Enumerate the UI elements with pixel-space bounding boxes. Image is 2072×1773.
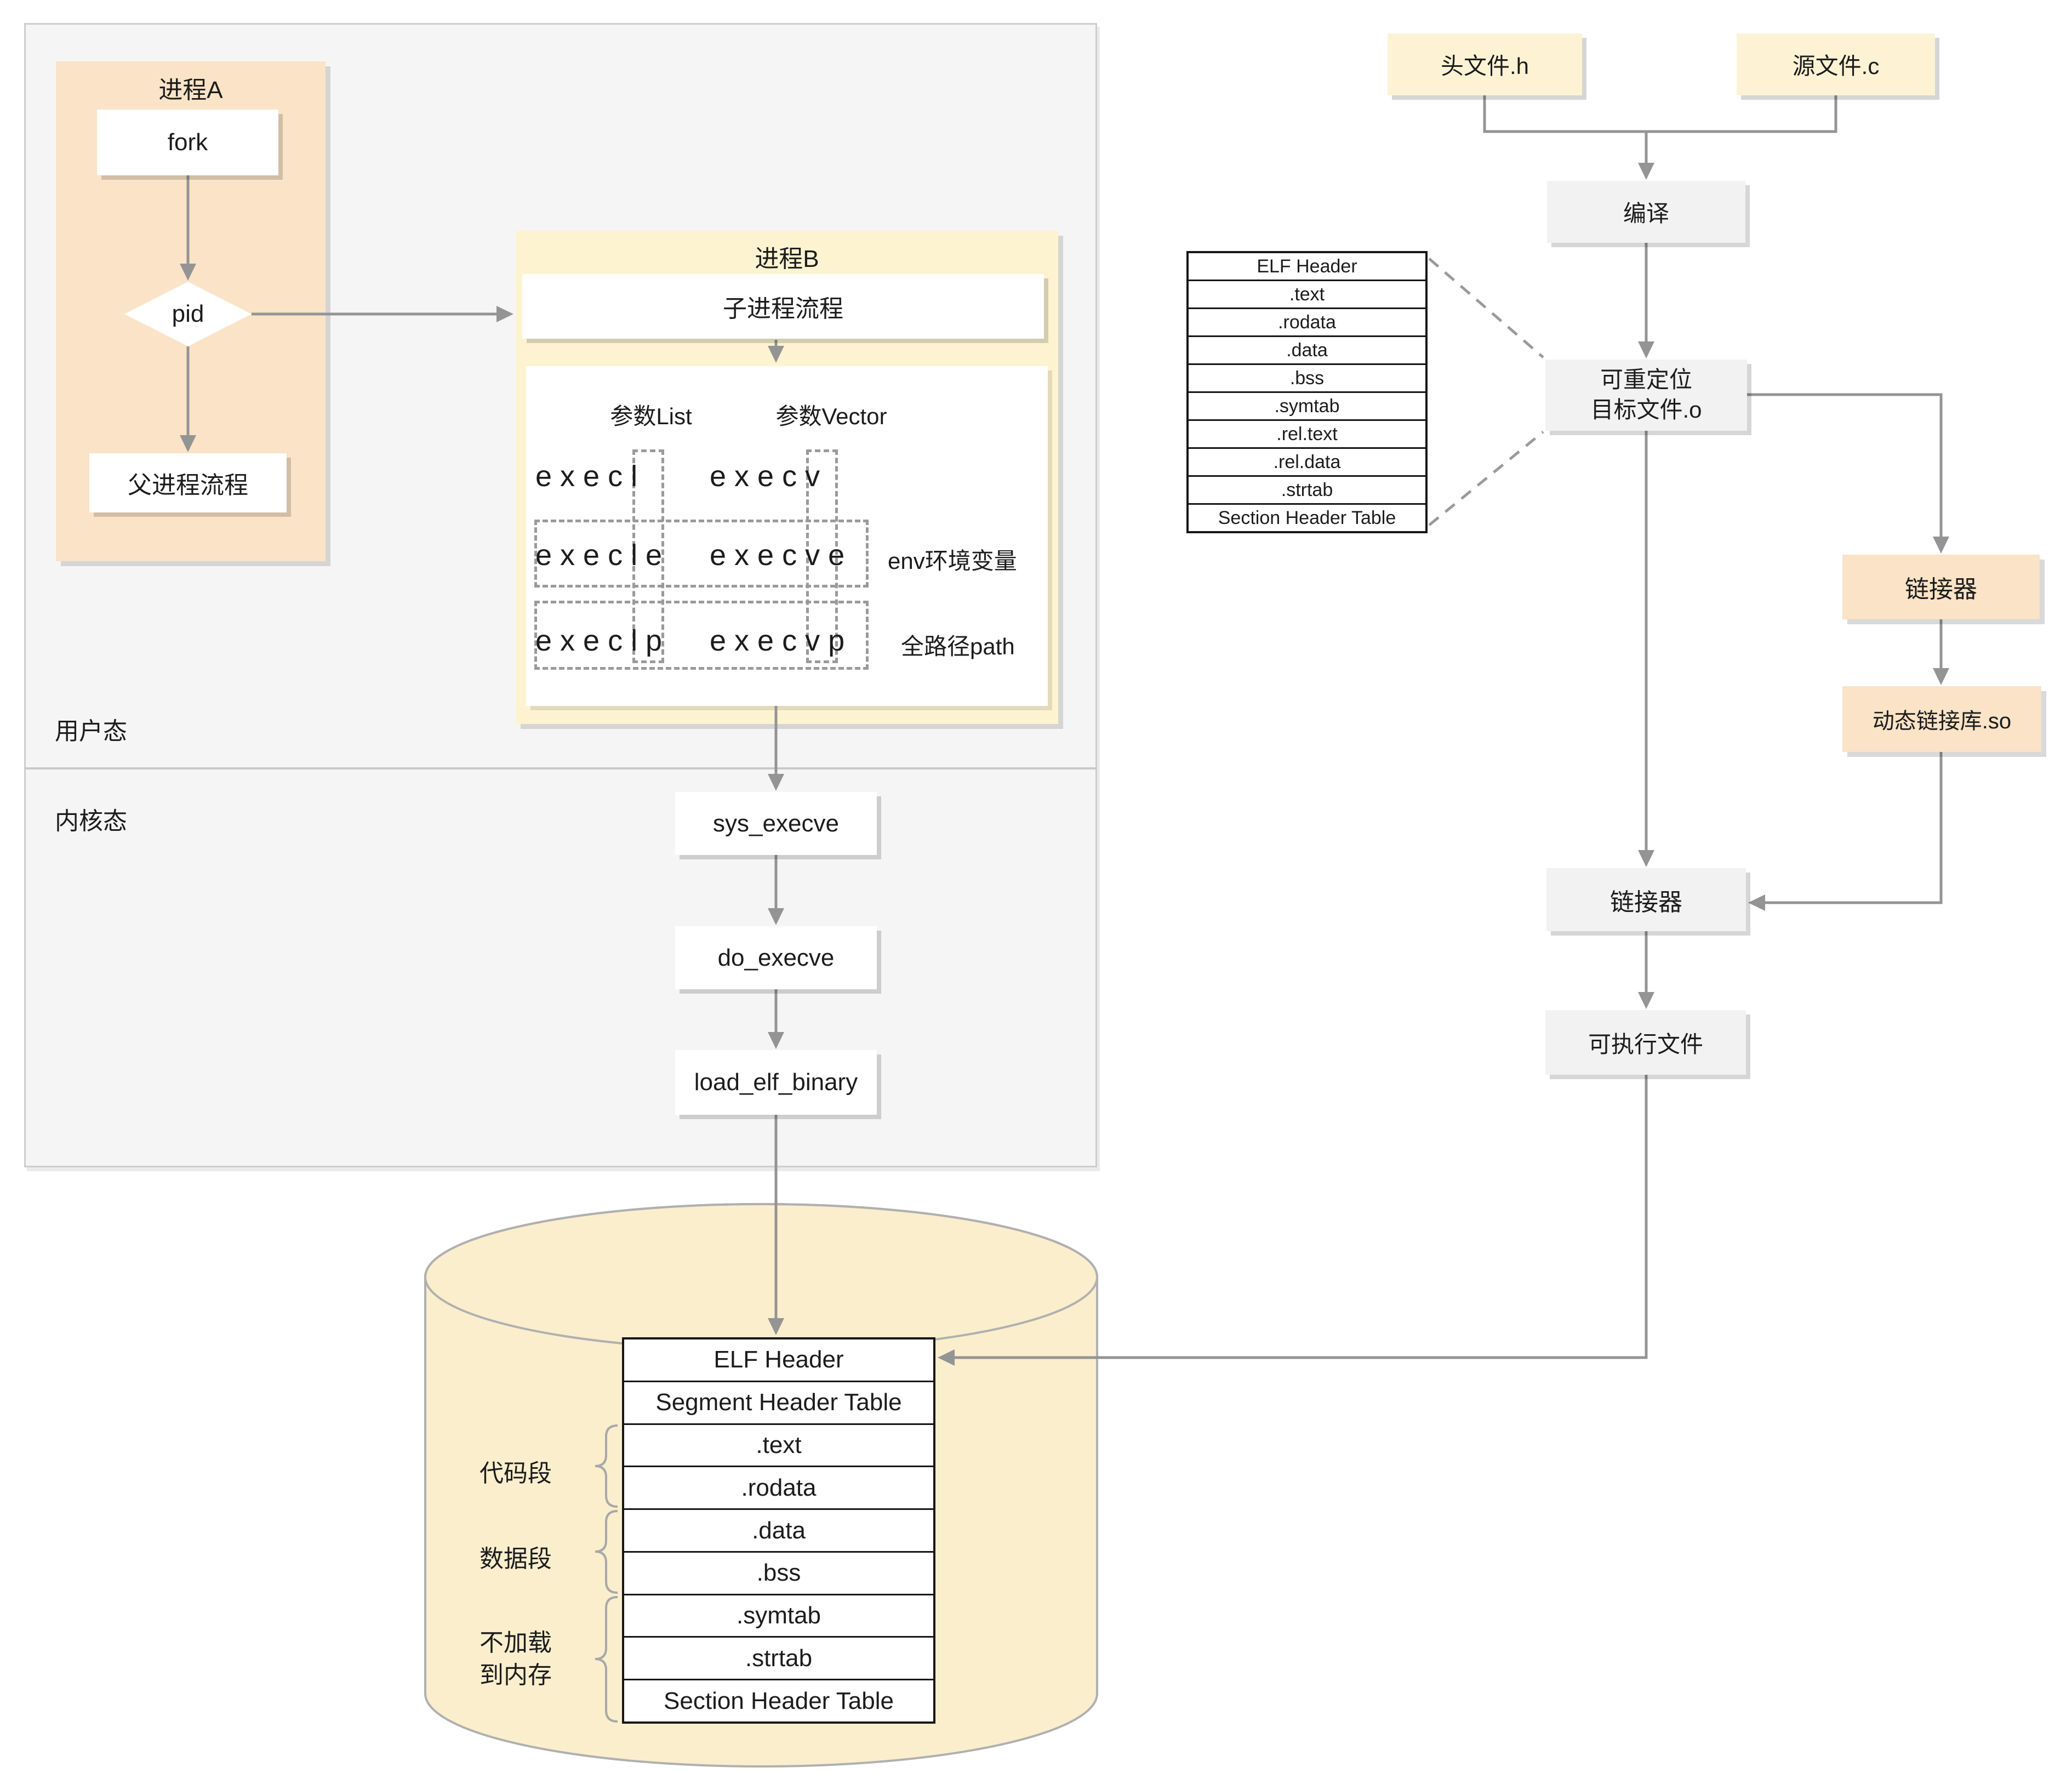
dashed-l-column bbox=[632, 449, 664, 663]
do-execve-label: do_execve bbox=[717, 944, 835, 971]
load-elf-binary-node: load_elf_binary bbox=[675, 1050, 877, 1115]
source-file-node: 源文件.c bbox=[1737, 33, 1935, 95]
relocatable-object-node: 可重定位 目标文件.o bbox=[1545, 360, 1747, 431]
load-elf-binary-label: load_elf_binary bbox=[694, 1069, 858, 1096]
child-flow-label: 子进程流程 bbox=[723, 295, 843, 322]
dashed-expand-top bbox=[1428, 258, 1544, 358]
do-execve-node: do_execve bbox=[675, 926, 877, 989]
linker-right-label: 链接器 bbox=[1905, 576, 1977, 603]
path-note-label: 全路径path bbox=[901, 634, 1015, 659]
brace-code-segment bbox=[595, 1424, 618, 1508]
table-row: .strtab bbox=[624, 1638, 933, 1681]
dashed-expand-bottom bbox=[1428, 431, 1544, 526]
exec-area-box bbox=[526, 366, 1048, 706]
arrow-executable-to-disk bbox=[938, 1075, 1648, 1366]
table-row: .data bbox=[624, 1510, 933, 1553]
compile-label: 编译 bbox=[1623, 201, 1669, 226]
linker-right-node: 链接器 bbox=[1842, 555, 2040, 619]
param-list-label: 参数List bbox=[610, 403, 692, 429]
execve-label: execve bbox=[710, 539, 853, 572]
source-file-label: 源文件.c bbox=[1792, 53, 1880, 79]
sys-execve-label: sys_execve bbox=[713, 809, 839, 837]
header-file-node: 头文件.h bbox=[1388, 33, 1582, 95]
object-elf-table: ELF Header .text .rodata .data .bss .sym… bbox=[1186, 251, 1428, 533]
table-row: .rodata bbox=[1189, 309, 1425, 337]
process-b-title: 进程B bbox=[755, 246, 819, 272]
table-row: .data bbox=[1189, 337, 1425, 365]
table-row: Section Header Table bbox=[1218, 507, 1396, 528]
linker-main-node: 链接器 bbox=[1546, 868, 1746, 931]
user-mode-label: 用户态 bbox=[55, 718, 127, 745]
execv-label: execv bbox=[710, 460, 829, 493]
env-note-label: env环境变量 bbox=[888, 548, 1017, 574]
arrow-object-to-linker-right bbox=[1747, 393, 1949, 554]
kernel-mode-label: 内核态 bbox=[55, 808, 127, 835]
execl-label: execl bbox=[535, 460, 646, 493]
param-vector-label: 参数Vector bbox=[775, 403, 887, 429]
table-row: Section Header Table bbox=[664, 1687, 894, 1714]
dynamic-lib-label: 动态链接库.so bbox=[1872, 709, 2012, 733]
relocatable-object-label: 可重定位 目标文件.o bbox=[1590, 367, 1702, 423]
fork-label: fork bbox=[167, 129, 208, 156]
dynamic-lib-node: 动态链接库.so bbox=[1842, 686, 2041, 752]
table-row: ELF Header bbox=[1189, 253, 1425, 281]
execvp-label: execvp bbox=[710, 624, 853, 657]
dashed-path-row bbox=[534, 601, 869, 670]
brace-data-segment bbox=[595, 1510, 618, 1594]
table-row: .strtab bbox=[1189, 477, 1425, 505]
disk-elf-table: ELF Header Segment Header Table .text .r… bbox=[622, 1337, 935, 1724]
dashed-env-row bbox=[534, 520, 869, 588]
brace-not-loaded bbox=[595, 1596, 618, 1723]
table-row: .rodata bbox=[624, 1467, 933, 1510]
execle-label: execle bbox=[535, 539, 671, 572]
table-row: Segment Header Table bbox=[624, 1382, 933, 1425]
parent-flow-node: 父进程流程 bbox=[89, 453, 287, 512]
table-row: .bss bbox=[1189, 365, 1425, 393]
executable-node: 可执行文件 bbox=[1545, 1010, 1746, 1075]
pid-label: pid bbox=[172, 300, 204, 327]
sys-execve-node: sys_execve bbox=[675, 792, 877, 855]
parent-flow-label: 父进程流程 bbox=[128, 472, 248, 499]
table-row: .rel.text bbox=[1189, 421, 1425, 449]
table-row: .text bbox=[624, 1425, 933, 1468]
child-flow-node: 子进程流程 bbox=[522, 274, 1044, 339]
linker-main-label: 链接器 bbox=[1610, 888, 1682, 916]
join-files-line bbox=[1483, 95, 1837, 133]
arrow-dynlib-to-linker-main bbox=[1748, 752, 1943, 911]
table-row: .text bbox=[1189, 281, 1425, 309]
table-row: .symtab bbox=[624, 1595, 933, 1638]
table-row: .rel.data bbox=[1189, 449, 1425, 477]
table-row: ELF Header bbox=[624, 1339, 933, 1382]
dashed-v-column bbox=[806, 449, 838, 663]
process-a-title: 进程A bbox=[158, 77, 223, 104]
table-row: .bss bbox=[624, 1553, 933, 1595]
compile-node: 编译 bbox=[1547, 181, 1745, 243]
table-row: .symtab bbox=[1189, 393, 1425, 421]
header-file-label: 头文件.h bbox=[1440, 53, 1529, 79]
not-loaded-label: 不加载 到内存 bbox=[480, 1629, 552, 1689]
code-segment-label: 代码段 bbox=[480, 1460, 552, 1487]
executable-label: 可执行文件 bbox=[1588, 1031, 1703, 1057]
execlp-label: execlp bbox=[535, 624, 671, 657]
data-segment-label: 数据段 bbox=[480, 1546, 552, 1572]
fork-node: fork bbox=[97, 110, 278, 175]
